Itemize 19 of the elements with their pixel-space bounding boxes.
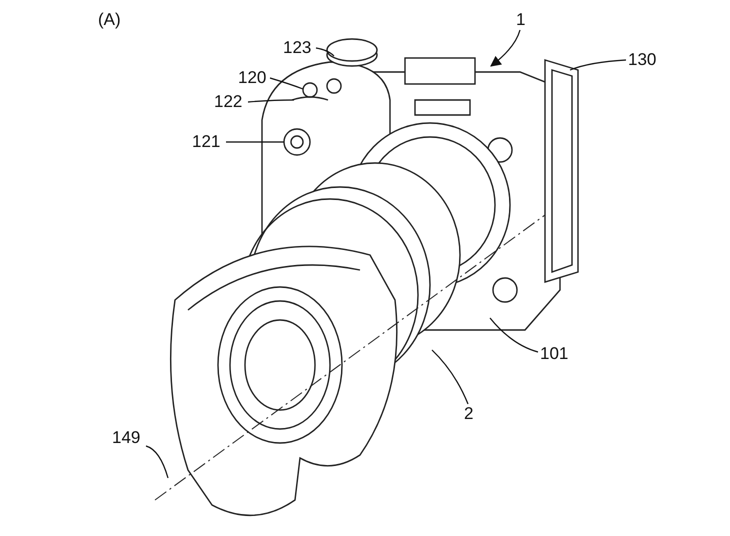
callout-number: 123 bbox=[283, 38, 312, 57]
figure-label: (A) bbox=[98, 10, 121, 29]
callout-number: 120 bbox=[238, 68, 266, 87]
leader-line bbox=[146, 445, 169, 478]
leader-line bbox=[570, 59, 626, 71]
leader-line bbox=[270, 77, 304, 90]
callout-number: 149 bbox=[112, 428, 140, 447]
leader-line bbox=[248, 99, 294, 103]
callout-number: 101 bbox=[540, 344, 568, 363]
leader-line bbox=[490, 318, 538, 353]
leader-line bbox=[432, 350, 469, 404]
callout-number: 1 bbox=[516, 10, 526, 29]
leader-line bbox=[226, 141, 284, 143]
callout-number: 130 bbox=[628, 50, 656, 69]
callout-number: 2 bbox=[464, 404, 474, 423]
callout-number: 121 bbox=[192, 132, 220, 151]
leader-line bbox=[316, 47, 334, 56]
callout-number: 122 bbox=[214, 92, 242, 111]
leader-arrow bbox=[490, 30, 521, 67]
